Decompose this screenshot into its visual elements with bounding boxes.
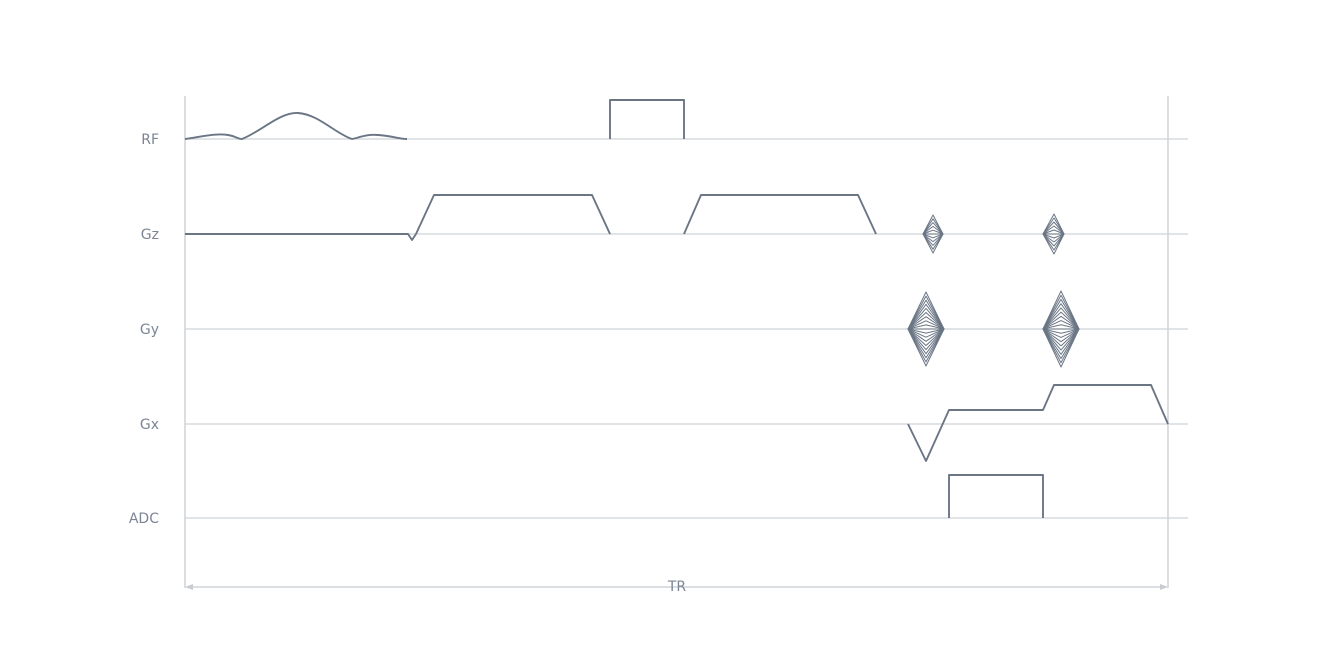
gz-phase-b-step [1042,233,1065,239]
gz-label: Gz [141,227,159,243]
gz-phase-encode-table-2 [1042,213,1065,255]
gy-phase-b-step [1042,328,1080,368]
gz-phase-b-step [1042,233,1065,255]
gy-phase-a-step [907,328,945,367]
tr-arrow-head-right [1160,584,1168,590]
gy-phase-a-step [907,307,945,330]
gy-phase-b-step [1042,328,1080,338]
gz-phase-a-step [922,225,944,235]
gy-phase-a-step [907,303,945,330]
gy-phase-a-step [907,328,945,346]
gy-phase-a-step [907,328,945,342]
gx-label: Gx [140,417,159,433]
gy-phase-b-step [1042,328,1080,360]
gy-phase-b-step [1042,303,1080,330]
rf-sinc-pulse [184,112,408,140]
gy-phase-a-step [907,299,945,330]
gy-phase-b-step [1042,328,1080,351]
gz-phase-b-step [1042,229,1065,235]
gy-phase-a-step [907,324,945,330]
gz-phase-a-step [922,229,944,235]
gz-phase-a-step [922,233,944,239]
gy-phase-a-step [907,312,945,330]
gz-phase-b-step [1042,225,1065,235]
gy-phase-a-step [907,328,945,351]
gz-crusher-left [415,194,611,235]
gy-phase-a-step [907,328,945,355]
rf-label: RF [141,132,159,148]
gy-phase-encode-table-1 [907,291,945,367]
gz-phase-a-step [922,233,944,250]
gz-phase-b-step [1042,233,1065,251]
rf-hard-pulse [609,99,685,139]
gy-phase-encode-table-2 [1042,290,1080,368]
gy-phase-a-step [907,328,945,359]
gy-phase-b-step [1042,298,1080,330]
gz-phase-a-step [922,233,944,246]
gz-phase-b-step [1042,217,1065,235]
gx-readout-waveform [907,384,1169,462]
gz-phase-b-step [1042,233,1065,247]
gy-phase-a-step [907,291,945,330]
gz-phase-a-step [922,218,944,235]
gy-phase-b-step [1042,328,1080,334]
gy-phase-b-step [1042,328,1080,343]
gy-phase-b-step [1042,328,1080,364]
gy-phase-a-step [907,320,945,330]
gy-phase-a-step [907,328,945,363]
gy-label: Gy [140,322,159,338]
gz-phase-a-step [922,222,944,235]
gy-phase-a-step [907,328,945,334]
gy-phase-a-step [907,295,945,330]
gz-phase-b-step [1042,221,1065,235]
gy-phase-a-step [907,316,945,330]
tr-arrow-head-left [185,584,193,590]
gz-crusher-right [683,194,877,235]
gz-slice-select-and-rewinder [185,233,417,241]
gy-phase-b-step [1042,290,1080,330]
gz-phase-a-step [922,214,944,235]
gy-phase-b-step [1042,311,1080,330]
gz-phase-encode-table-1 [922,214,944,254]
gz-phase-a-step [922,233,944,254]
gy-phase-b-step [1042,320,1080,330]
gy-phase-b-step [1042,328,1080,347]
gy-phase-a-step [907,328,945,338]
gz-phase-b-step [1042,213,1065,235]
gy-phase-b-step [1042,328,1080,355]
gy-phase-b-step [1042,294,1080,330]
adc-window [948,474,1044,518]
gy-phase-b-step [1042,324,1080,330]
gy-phase-b-step [1042,307,1080,330]
gy-phase-b-step [1042,315,1080,330]
gz-phase-b-step [1042,233,1065,243]
adc-label: ADC [129,511,159,527]
tr-label: TR [667,579,687,595]
gz-phase-a-step [922,233,944,243]
